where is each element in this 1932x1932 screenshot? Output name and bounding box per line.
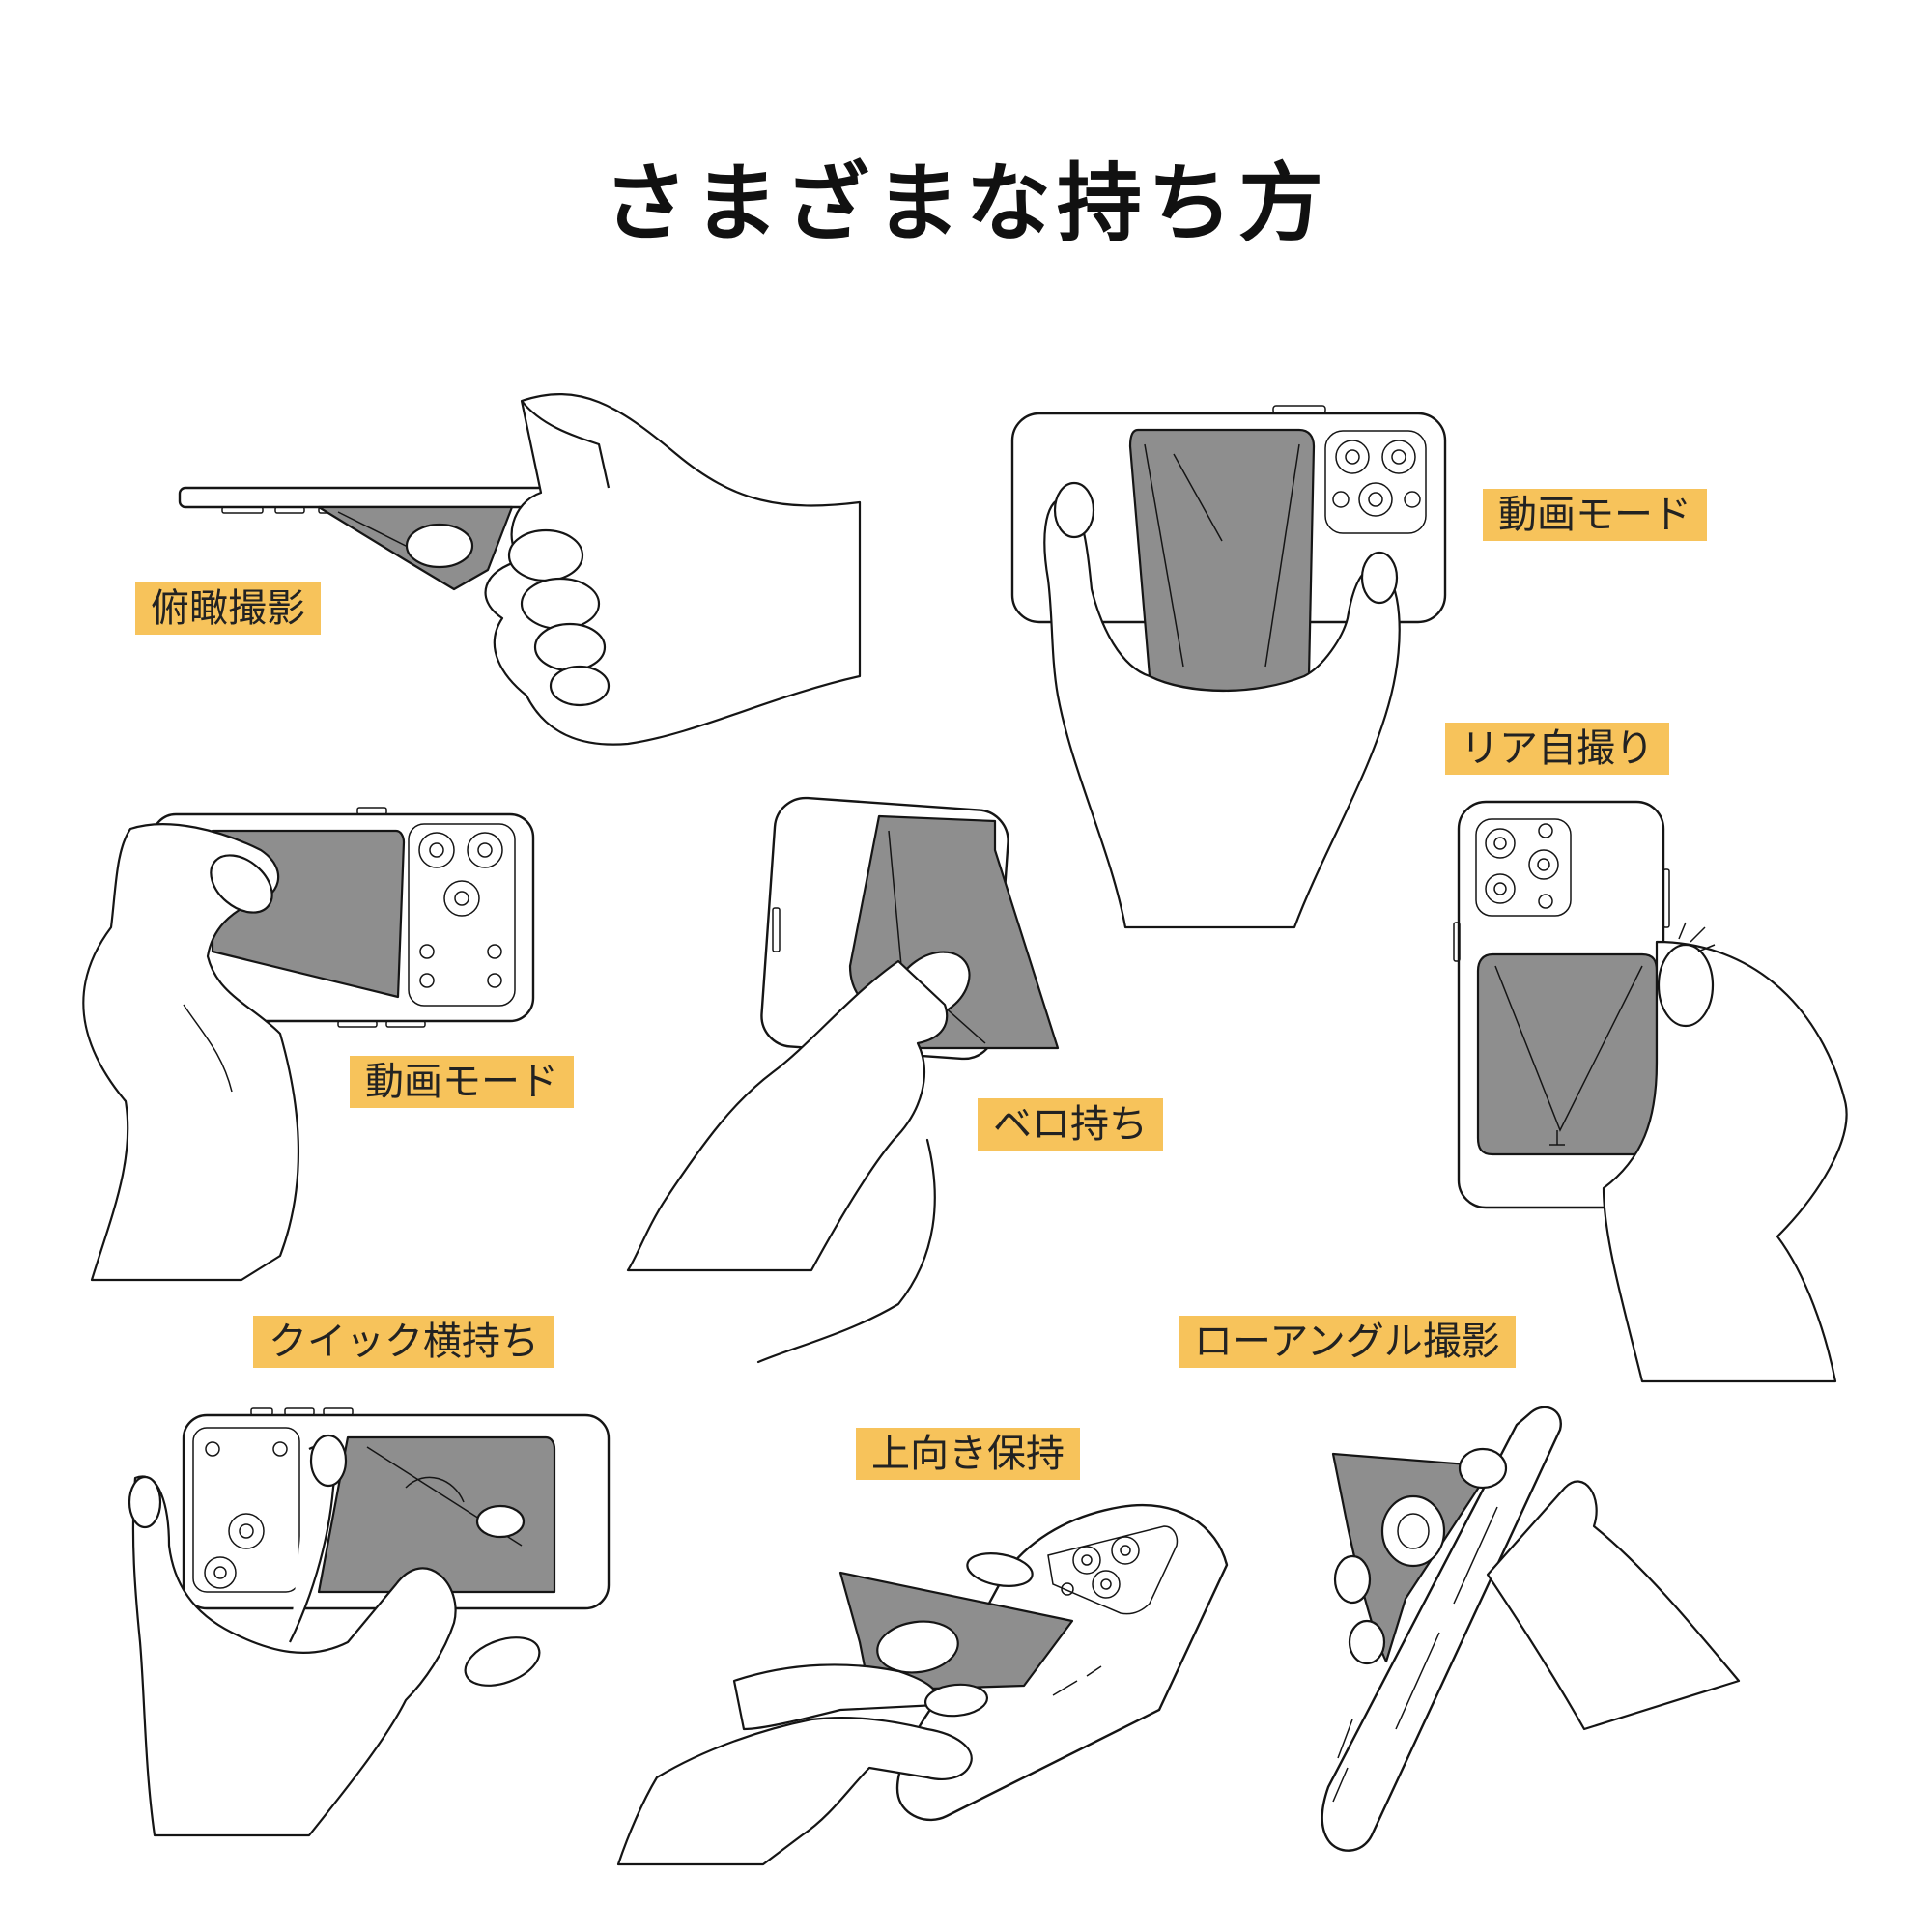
upward-hold-illustration <box>618 1505 1227 1864</box>
label-low-angle: ローアングル撮影 <box>1179 1316 1516 1368</box>
overhead-shot-illustration <box>180 394 860 745</box>
low-angle-illustration <box>1322 1407 1739 1851</box>
video-mode-top-illustration <box>1012 406 1445 927</box>
label-video-mode-left: 動画モード <box>350 1056 574 1108</box>
label-quick-landscape: クイック横持ち <box>253 1316 554 1368</box>
video-mode-left-illustration <box>83 808 533 1280</box>
label-rear-selfie: リア自撮り <box>1445 723 1669 775</box>
tongue-grip-illustration <box>628 796 1058 1362</box>
label-tongue-grip: ベロ持ち <box>978 1098 1163 1151</box>
quick-landscape-illustration <box>129 1408 609 1835</box>
label-upward-hold: 上向き保持 <box>856 1428 1080 1480</box>
rear-selfie-illustration <box>1454 802 1847 1381</box>
label-video-mode-top: 動画モード <box>1483 489 1707 541</box>
label-overhead-shot: 俯瞰撮影 <box>135 582 321 635</box>
